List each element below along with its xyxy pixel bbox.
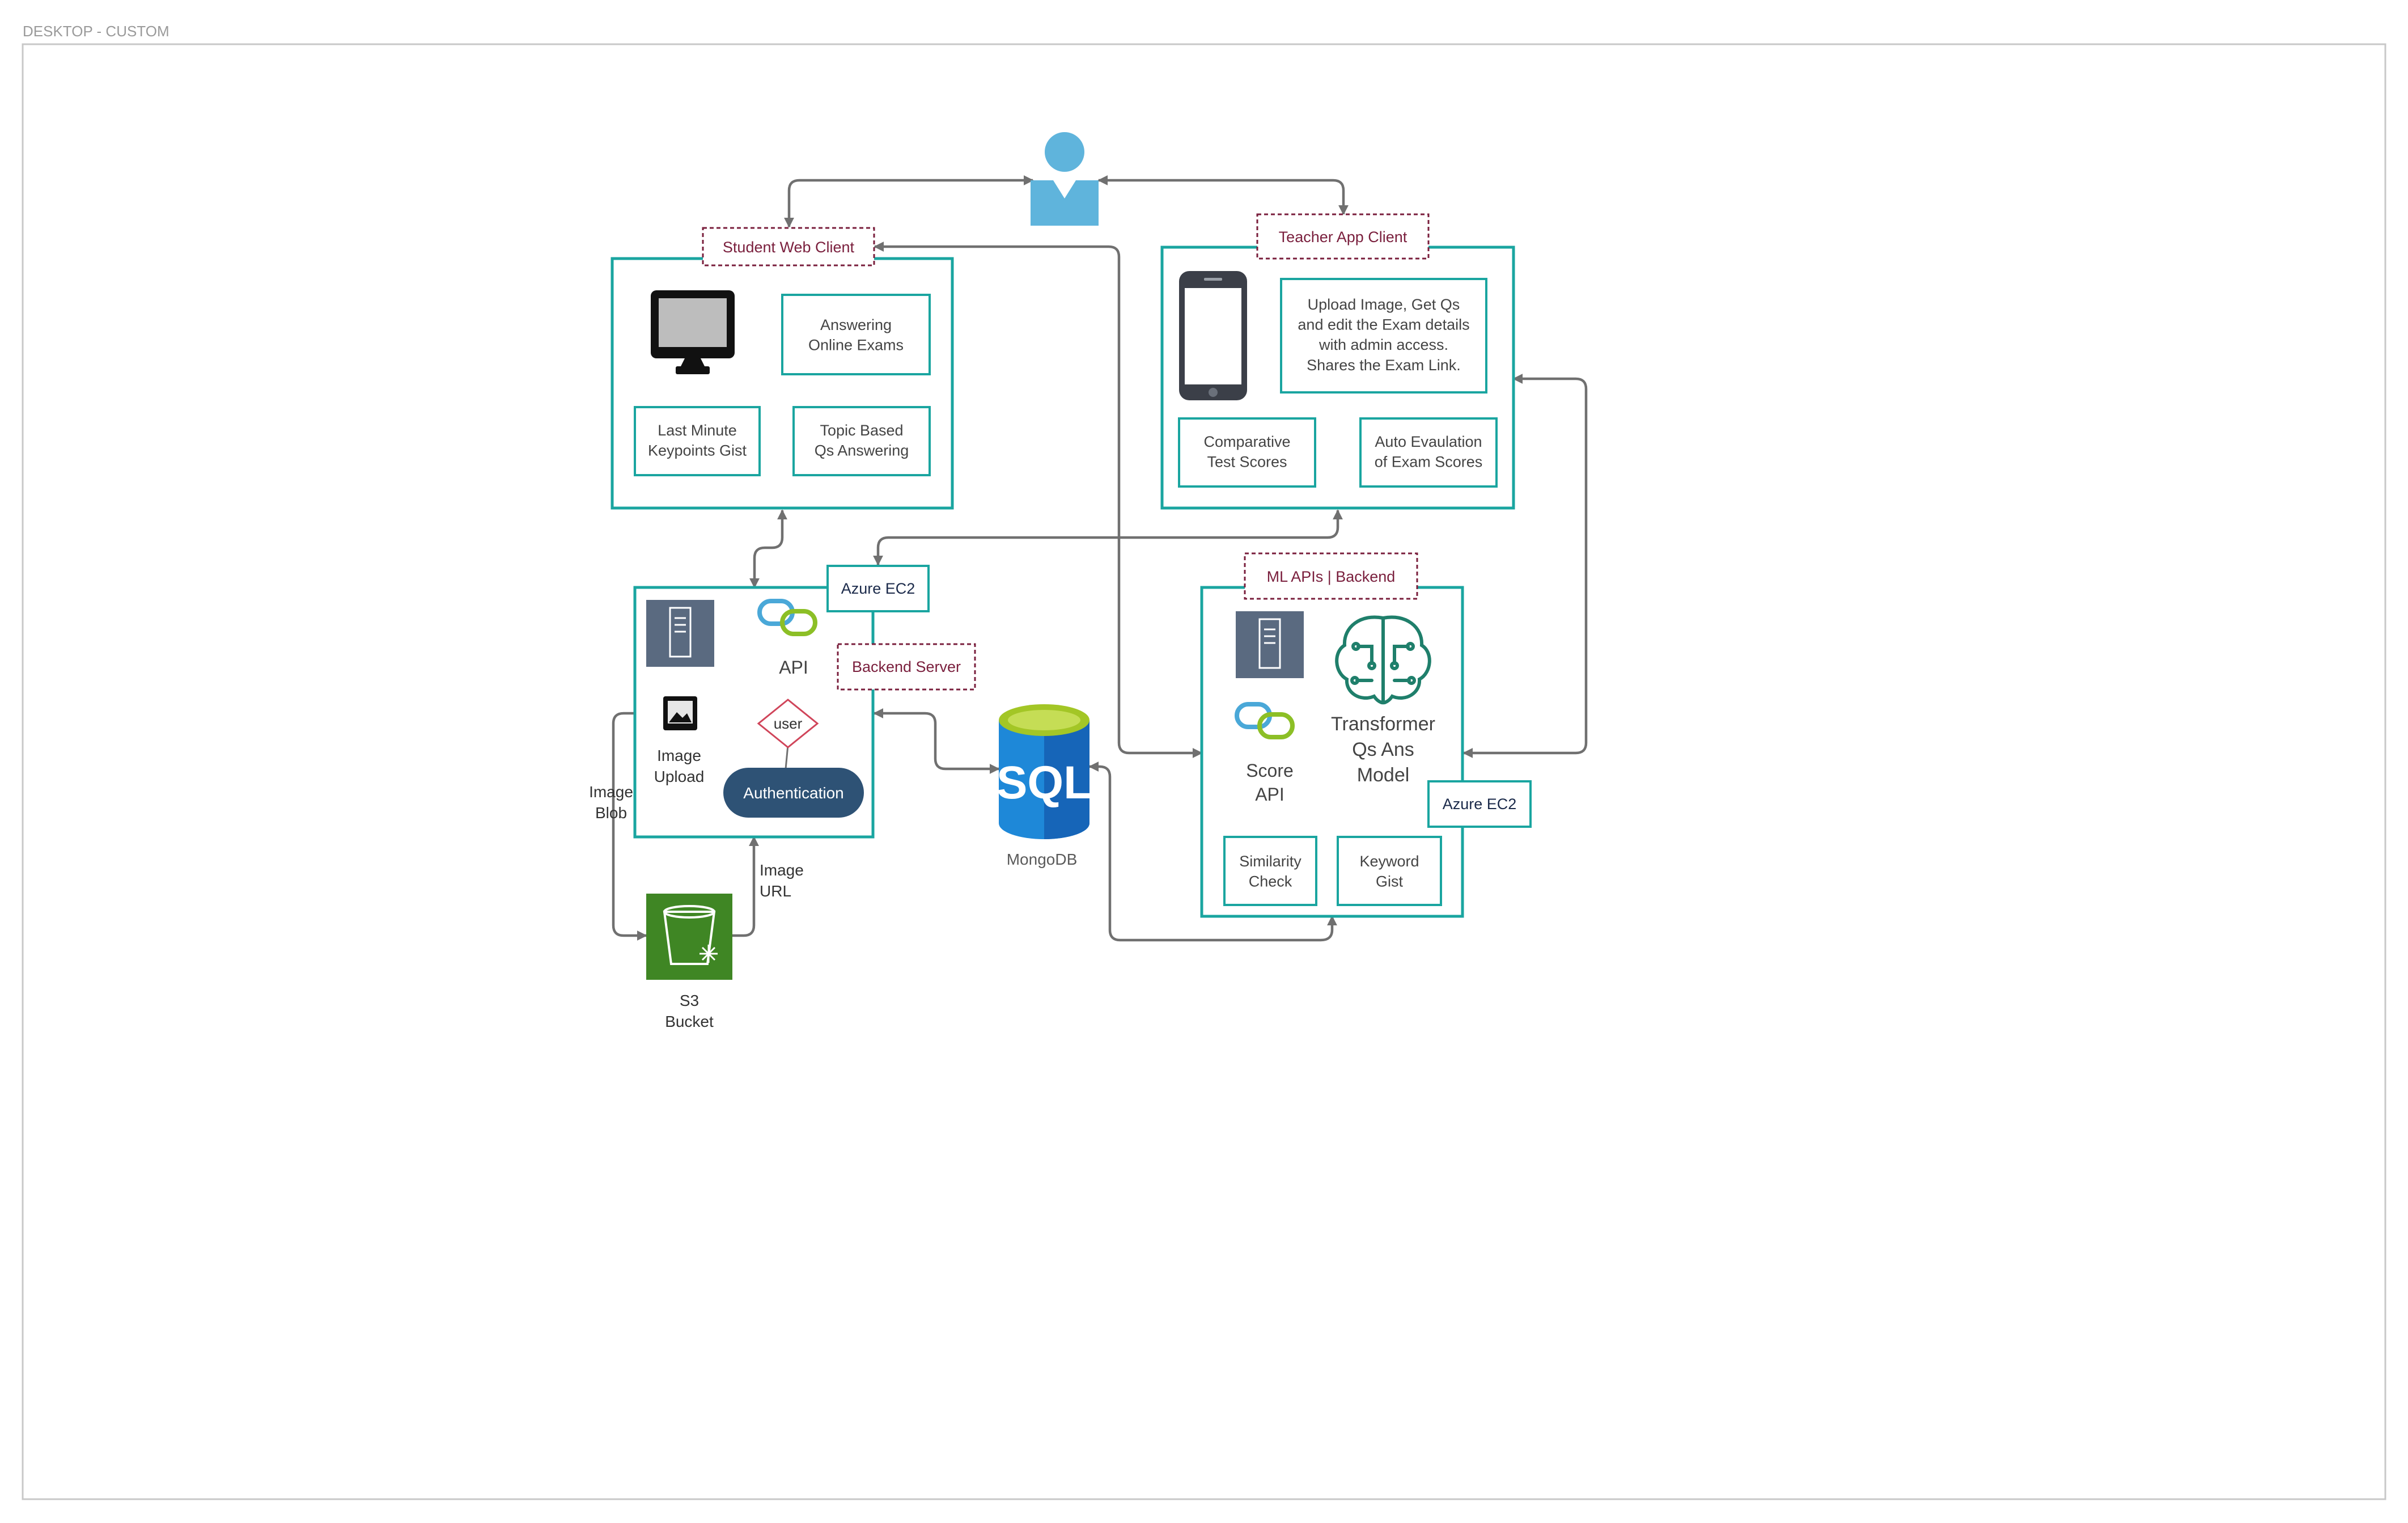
image-icon [663,696,697,730]
backend-ec2-label: Azure EC2 [841,580,915,597]
authentication-label: Authentication [743,784,843,802]
server-icon [646,600,714,667]
edge-student-ml [874,242,1203,758]
keypoints-gist-box [634,406,761,476]
score-api-link-icon [1235,702,1295,739]
user-icon [1031,132,1099,226]
connectors [612,175,1588,942]
student-client-tag: Student Web Client [723,239,855,256]
edge-user-teacher [1097,175,1349,215]
canvas-frame [22,43,2386,1500]
canvas-title: DESKTOP - CUSTOM [23,23,169,40]
edge-backend-db [873,708,1000,774]
similarity-check-box [1223,836,1317,906]
ml-backend-tag: ML APIs | Backend [1267,568,1396,585]
edge-db-ml [1088,762,1337,942]
authentication-pill [723,768,864,818]
teacher-client-tag: Teacher App Client [1279,229,1408,246]
answering-online-exams-box [781,294,931,375]
auto-evaluation-box [1359,417,1498,488]
teacher-client-tag-box [1256,213,1430,260]
user-diamond-icon [757,699,819,769]
monitor-icon [651,290,735,374]
api-label: API [779,657,808,678]
backend-server-tag-box [837,643,976,691]
edge-student-backend [749,509,787,589]
api-link-icon [757,599,817,636]
database-label: MongoDB [1007,851,1078,868]
topic-based-qs-box [792,406,931,476]
database-icon-text: SQL [997,757,1092,809]
comparative-scores-box [1178,417,1316,488]
edge-s3-backend-url [732,836,759,937]
ml-backend-tag-box [1244,552,1418,600]
edge-teacher-ml [1462,374,1588,758]
s3-bucket-icon [646,894,732,980]
backend-ec2-box [826,565,930,612]
brain-icon [1335,615,1431,705]
student-client-tag-box [702,227,875,266]
backend-server-tag: Backend Server [852,658,961,675]
upload-image-box [1280,278,1487,394]
database-icon [999,704,1089,839]
edge-user-student [784,175,1034,228]
ml-ec2-label: Azure EC2 [1443,796,1517,813]
keyword-gist-box [1337,836,1442,906]
ml-ec2-box [1427,780,1532,828]
ml-server-icon [1236,611,1304,678]
edge-backend-s3-blob [612,712,647,941]
user-diamond-label: user [774,715,803,732]
edge-teacher-backend [873,509,1343,566]
smartphone-icon [1179,271,1247,400]
